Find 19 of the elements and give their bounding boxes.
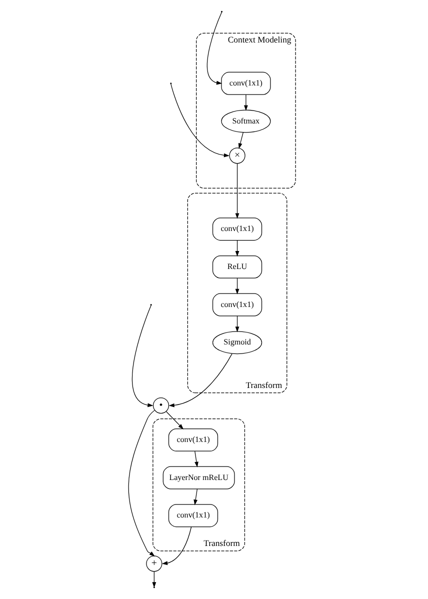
arrow (206, 12, 222, 85)
node-circle: + (146, 556, 162, 572)
arrow (170, 84, 230, 158)
arrow (193, 488, 198, 506)
arrow (234, 163, 239, 219)
arrow (161, 526, 192, 566)
arrow (234, 278, 239, 294)
arrow (194, 450, 198, 468)
arrow (244, 94, 248, 111)
arrow (168, 353, 232, 408)
arrow (234, 316, 239, 332)
arrow (238, 132, 243, 149)
arrow (131, 305, 153, 408)
node-circle: • (152, 397, 169, 414)
arrow (128, 410, 154, 556)
arrow (152, 571, 156, 588)
node-circle: × (228, 148, 245, 164)
arrow (234, 240, 239, 257)
arrow (166, 411, 184, 430)
